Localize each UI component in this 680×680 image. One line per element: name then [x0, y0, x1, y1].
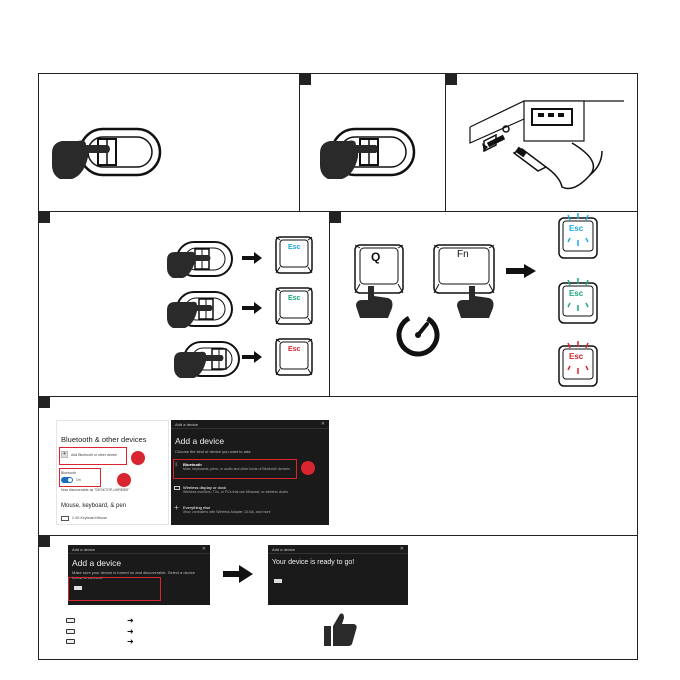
legend-row: ➜	[66, 615, 134, 625]
divider	[39, 535, 637, 536]
discoverable-text: Now discoverable as "DESKTOP-UHRE8I5"	[61, 488, 130, 492]
option-bluetooth[interactable]: ᛒ Bluetooth Mice, keyboards, pens, or au…	[175, 462, 291, 471]
switch-position-2-illustration	[167, 291, 233, 328]
add-device-label[interactable]: Add Bluetooth or other device	[71, 453, 118, 457]
step-dot	[301, 461, 315, 475]
display-icon	[174, 486, 180, 490]
close-icon[interactable]: ✕	[201, 546, 206, 552]
q-key-label: Q	[371, 250, 381, 264]
right-arrow-icon: ➜	[127, 626, 134, 636]
right-arrow-icon	[242, 302, 262, 314]
esc-key-red: Esc	[275, 338, 313, 376]
legend-row: ➜	[66, 626, 134, 636]
dialog-title: Add a device	[72, 558, 122, 568]
switch-position-1-illustration	[167, 241, 233, 278]
switch-position-3-illustration	[174, 341, 240, 378]
esc-key-red-flashing: Esc	[555, 340, 601, 390]
esc-label: Esc	[569, 352, 584, 361]
highlight-add-device	[59, 447, 127, 465]
bluetooth-state: On	[76, 478, 81, 482]
esc-key-green: Esc	[275, 287, 313, 325]
step-dot	[131, 451, 145, 465]
divider	[329, 211, 330, 396]
right-arrow-icon	[506, 264, 536, 278]
bluetooth-icon: ᛒ	[175, 462, 179, 468]
highlight-bluetooth-option	[173, 459, 297, 479]
keyboard-device-icon[interactable]	[74, 586, 82, 590]
divider	[39, 211, 637, 212]
power-switch-off-illustration	[52, 127, 162, 179]
step-marker	[330, 212, 341, 223]
esc-key-green-flashing: Esc	[555, 277, 601, 327]
settings-heading: Bluetooth & other devices	[61, 435, 147, 444]
keyboard-device-icon	[274, 579, 282, 583]
plus-icon: +	[61, 451, 68, 458]
step-marker	[39, 397, 50, 408]
right-arrow-icon: ➜	[127, 636, 134, 646]
step-marker	[39, 536, 50, 547]
finger-press-icon	[457, 286, 494, 318]
dialog-titlebar: Add a device✕	[68, 545, 210, 554]
speed-gauge-icon	[396, 313, 440, 357]
q-key: Q	[354, 244, 404, 294]
divider	[299, 74, 300, 211]
step-dot	[117, 473, 131, 487]
right-arrow-icon	[242, 252, 262, 264]
esc-label: Esc	[288, 244, 301, 251]
dialog-titlebar: Add a device✕	[268, 545, 408, 554]
divider	[39, 396, 637, 397]
thumbs-up-icon	[324, 613, 357, 646]
mouse-heading: Mouse, keyboard, & pen	[61, 503, 127, 509]
power-switch-on-illustration	[320, 127, 416, 179]
close-icon[interactable]: ✕	[399, 546, 404, 552]
step-marker	[300, 74, 311, 85]
esc-label: Esc	[288, 346, 301, 353]
esc-label: Esc	[288, 295, 301, 302]
mouse-item: 2.4G Keyboard Mouse	[72, 516, 108, 520]
legend-row: ➜	[66, 636, 134, 646]
highlight-device-entry	[68, 577, 161, 601]
keyboard-icon	[66, 617, 75, 623]
step-marker	[446, 74, 457, 85]
bluetooth-label: Bluetooth	[61, 471, 76, 475]
instruction-frame	[38, 73, 638, 660]
divider	[445, 74, 446, 211]
esc-label: Esc	[569, 224, 584, 233]
keyboard-icon	[66, 628, 75, 634]
dialog-title: Your device is ready to go!	[272, 559, 355, 566]
fn-key: Fn	[433, 244, 495, 294]
keyboard-icon	[61, 516, 69, 521]
right-arrow-icon	[242, 351, 262, 363]
option-everything-else[interactable]: + Everything else Xbox controllers with …	[174, 503, 271, 514]
dialog-title: Add a device	[175, 436, 225, 446]
plus-icon: +	[174, 503, 179, 512]
bluetooth-toggle[interactable]	[61, 477, 73, 483]
bluetooth-settings-panel: Bluetooth & other devices + Add Bluetoot…	[56, 420, 169, 525]
keyboard-icon	[66, 638, 75, 644]
device-ready-dialog: Add a device✕ Your device is ready to go…	[268, 545, 408, 605]
dialog-titlebar: Add a device✕	[171, 420, 329, 429]
highlight-bluetooth-toggle	[59, 468, 101, 487]
finger-press-icon	[356, 286, 393, 318]
step-marker	[39, 212, 50, 223]
close-icon[interactable]: ✕	[320, 421, 325, 427]
dialog-subtitle: Choose the kind of device you want to ad…	[175, 449, 252, 454]
right-arrow-icon	[223, 565, 253, 583]
esc-label: Esc	[569, 289, 584, 298]
usb-receiver-plug-illustration	[469, 100, 624, 190]
esc-key-blue: Esc	[275, 236, 313, 274]
right-arrow-icon: ➜	[127, 615, 134, 625]
esc-key-blue-flashing: Esc	[555, 212, 601, 262]
fn-key-label: Fn	[457, 249, 469, 260]
option-wireless-display[interactable]: Wireless display or dock Wireless monito…	[174, 485, 324, 494]
